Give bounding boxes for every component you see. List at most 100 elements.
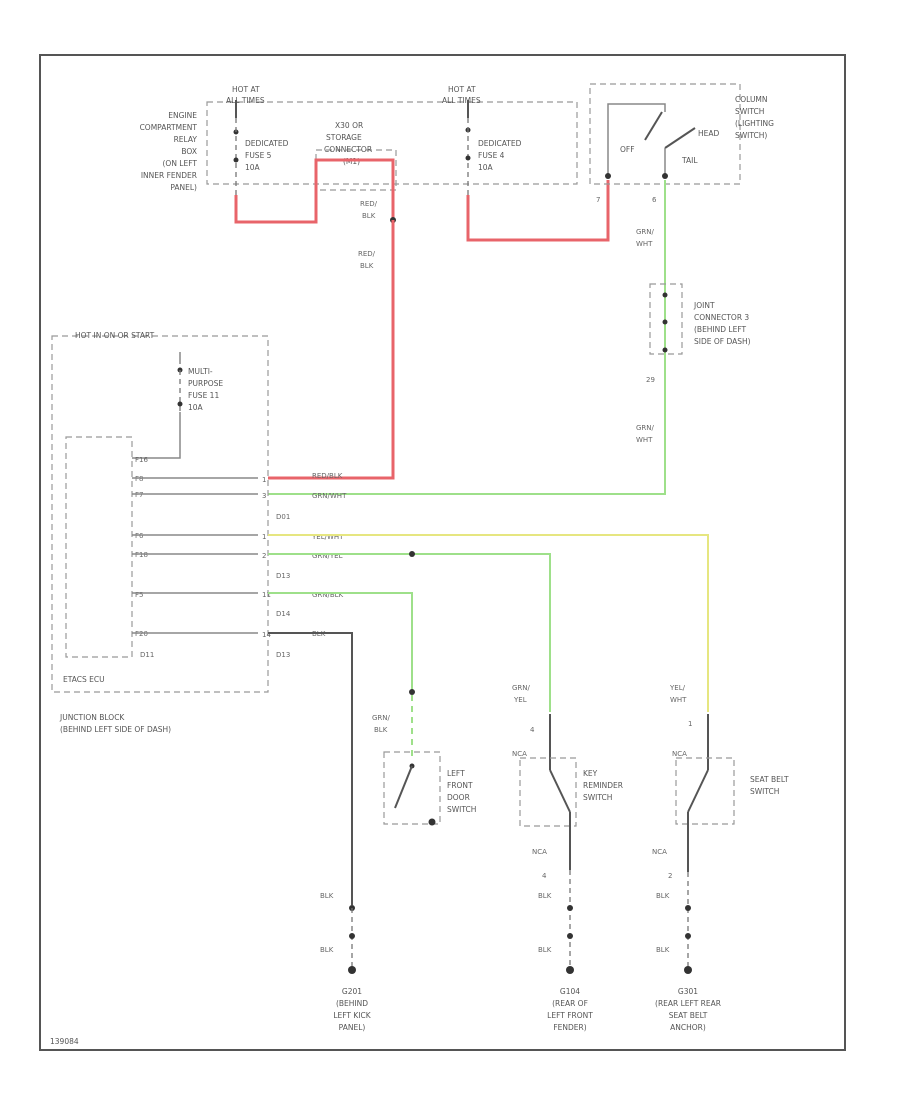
wire-red-fuse4 [466, 180, 610, 242]
svg-text:BOX: BOX [181, 147, 197, 156]
svg-text:BLK: BLK [656, 892, 670, 900]
svg-text:COMPARTMENT: COMPARTMENT [140, 123, 198, 132]
pin-29: 29 [646, 376, 655, 384]
svg-text:DOOR: DOOR [447, 793, 470, 802]
junction-block-title: JUNCTION BLOCK [59, 713, 125, 722]
svg-text:NCA: NCA [512, 750, 527, 758]
wire-label-grn-blk-jb: GRN/BLK [312, 591, 344, 599]
splice-grn-blk [409, 689, 415, 695]
wire-blk-ground [268, 632, 353, 905]
svg-text:F8: F8 [135, 475, 143, 483]
svg-text:LEFT KICK: LEFT KICK [333, 1011, 371, 1020]
svg-text:PANEL): PANEL) [170, 183, 197, 192]
svg-text:14: 14 [262, 631, 271, 639]
svg-text:SWITCH: SWITCH [447, 805, 476, 814]
svg-text:6: 6 [652, 196, 657, 204]
svg-text:F5: F5 [135, 591, 143, 599]
svg-text:PURPOSE: PURPOSE [188, 379, 223, 388]
svg-text:10A: 10A [478, 163, 494, 172]
left-front-door-switch: LEFT FRONT DOOR SWITCH [383, 751, 476, 826]
svg-text:D13: D13 [276, 572, 290, 580]
wire-label-grn-wht-1b: WHT [636, 240, 653, 248]
wire-label-grn-yel-jb: GRN/YEL [312, 552, 343, 560]
svg-text:10A: 10A [188, 403, 204, 412]
svg-text:D01: D01 [276, 513, 290, 521]
svg-text:GRN/: GRN/ [512, 684, 531, 692]
wire-grn-wht [268, 180, 666, 495]
svg-text:SEAT BELT: SEAT BELT [750, 775, 789, 784]
svg-text:(LIGHTING: (LIGHTING [735, 119, 774, 128]
svg-text:FUSE 5: FUSE 5 [245, 151, 272, 160]
wire-label-red-blk-1: RED/ [360, 200, 378, 208]
svg-text:D14: D14 [276, 610, 291, 618]
svg-text:10A: 10A [245, 163, 261, 172]
wire-label-grn-wht-2: GRN/ [636, 424, 655, 432]
hot-at-label-left: HOT AT [232, 85, 260, 94]
seat-belt-switch: YEL/ WHT 1 NCA SEAT BELT SWITCH NCA 2 BL… [652, 684, 789, 1032]
svg-text:G104: G104 [560, 987, 580, 996]
svg-text:3: 3 [262, 492, 266, 500]
svg-text:2: 2 [668, 872, 672, 880]
svg-text:FUSE 11: FUSE 11 [188, 391, 219, 400]
svg-text:HOT IN ON OR START: HOT IN ON OR START [75, 331, 155, 340]
dedicated-fuse-4: DEDICATED FUSE 4 10A [465, 100, 522, 195]
svg-text:(REAR OF: (REAR OF [552, 999, 588, 1008]
svg-text:RELAY: RELAY [174, 135, 198, 144]
wire-red-fuse5-loop [234, 158, 395, 224]
svg-text:F20: F20 [135, 630, 148, 638]
junction-block: HOT IN ON OR START MULTI- PURPOSE FUSE 1… [51, 331, 291, 693]
svg-text:7: 7 [596, 196, 600, 204]
svg-text:BLK: BLK [320, 892, 334, 900]
hot-at-label-mid: HOT AT [448, 85, 476, 94]
key-reminder-switch: GRN/ YEL 4 NCA KEY REMINDER SWITCH NCA 4… [512, 684, 623, 1032]
svg-text:SEAT BELT: SEAT BELT [669, 1011, 708, 1020]
svg-text:JOINT: JOINT [693, 301, 715, 310]
svg-text:(ON LEFT: (ON LEFT [162, 159, 197, 168]
svg-text:COLUMN: COLUMN [735, 95, 768, 104]
wire-label-red-blk-2: RED/ [358, 250, 376, 258]
svg-text:LEFT FRONT: LEFT FRONT [547, 1011, 593, 1020]
svg-text:LEFT: LEFT [447, 769, 465, 778]
svg-text:D13: D13 [276, 651, 290, 659]
svg-text:ANCHOR): ANCHOR) [670, 1023, 706, 1032]
svg-text:F16: F16 [135, 456, 148, 464]
svg-text:D11: D11 [140, 651, 154, 659]
svg-text:G301: G301 [678, 987, 698, 996]
wire-grn-yel [268, 553, 551, 712]
svg-text:TAIL: TAIL [681, 156, 698, 165]
junction-block-location: (BEHIND LEFT SIDE OF DASH) [60, 725, 171, 734]
svg-text:2: 2 [262, 552, 266, 560]
svg-text:SIDE OF DASH): SIDE OF DASH) [694, 337, 751, 346]
svg-text:G201: G201 [342, 987, 362, 996]
svg-text:SWITCH): SWITCH) [735, 131, 767, 140]
wire-label-grn-wht-jb: GRN/WHT [312, 492, 347, 500]
svg-text:PANEL): PANEL) [339, 1023, 366, 1032]
svg-text:F18: F18 [135, 551, 148, 559]
svg-text:CONNECTOR: CONNECTOR [324, 145, 372, 154]
svg-text:NCA: NCA [672, 750, 687, 758]
svg-text:OFF: OFF [620, 145, 635, 154]
engine-relay-box-label: ENGINE COMPARTMENT RELAY BOX (ON LEFT IN… [140, 111, 198, 192]
svg-text:FENDER): FENDER) [553, 1023, 586, 1032]
engine-relay-box-outline [206, 101, 578, 185]
svg-text:NCA: NCA [652, 848, 667, 856]
svg-text:ENGINE: ENGINE [168, 111, 197, 120]
svg-text:DEDICATED: DEDICATED [245, 139, 289, 148]
svg-text:SWITCH: SWITCH [735, 107, 764, 116]
svg-text:(BEHIND: (BEHIND [336, 999, 368, 1008]
svg-text:DEDICATED: DEDICATED [478, 139, 522, 148]
wire-grn-blk [268, 592, 413, 690]
wire-label-grn-wht-1: GRN/ [636, 228, 655, 236]
dedicated-fuse-5: DEDICATED FUSE 5 10A [233, 100, 289, 195]
diagram-code: 139084 [50, 1037, 79, 1046]
svg-text:F7: F7 [135, 491, 143, 499]
svg-text:STORAGE: STORAGE [326, 133, 362, 142]
storage-connector: X30 OR STORAGE CONNECTOR (M1) [315, 121, 397, 191]
svg-text:4: 4 [530, 726, 535, 734]
svg-text:1: 1 [262, 476, 266, 484]
svg-text:WHT: WHT [670, 696, 687, 704]
svg-text:ETACS ECU: ETACS ECU [63, 675, 105, 684]
hot-at-all-times-mid: ALL TIMES [442, 96, 481, 105]
ground-g201: BLK BLK G201 (BEHIND LEFT KICK PANEL) [320, 892, 372, 1032]
